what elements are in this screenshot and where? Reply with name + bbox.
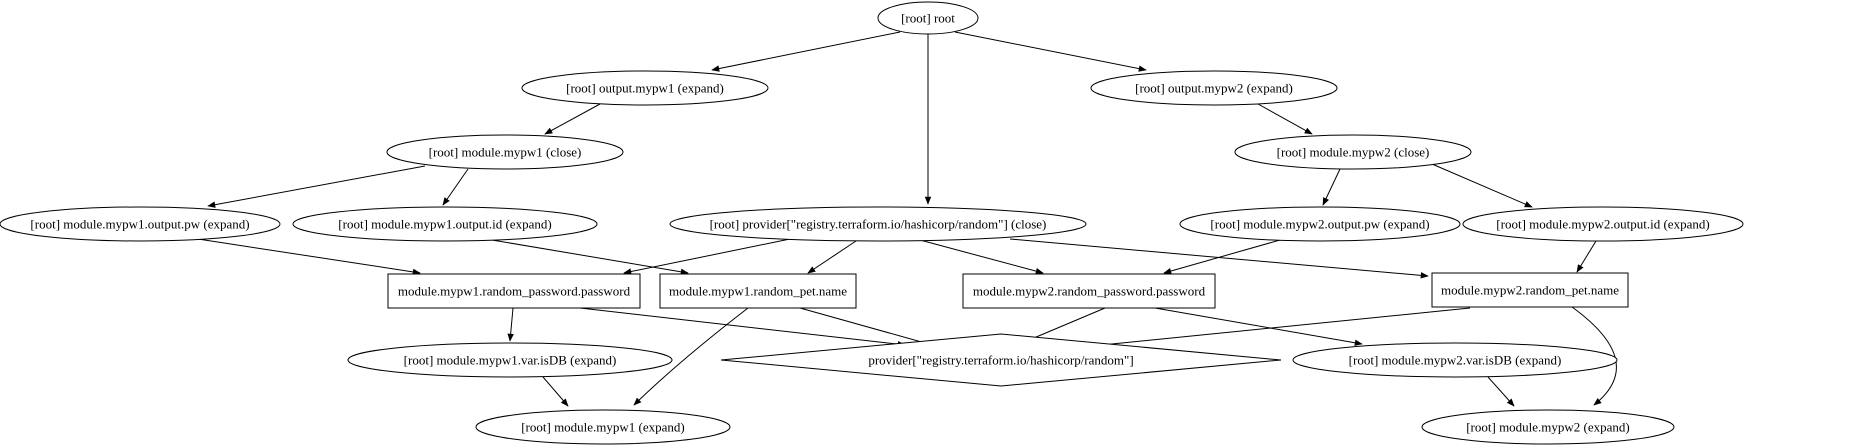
node-mypw2_expand: [root] module.mypw2 (expand) (1421, 409, 1675, 445)
node-label: [root] output.mypw2 (expand) (1135, 81, 1293, 96)
node-box_pw1_password: module.mypw1.random_password.password (387, 273, 641, 309)
node-label: [root] module.mypw1.var.isDB (expand) (404, 353, 617, 368)
node-box_pw2_password: module.mypw2.random_password.password (962, 273, 1216, 309)
edge-isdb1-to-mypw1_expand (542, 376, 569, 407)
edge-mypw2_out_pw-to-box_pw2_password (1163, 239, 1281, 275)
node-box_pw2_pet: module.mypw2.random_pet.name (1431, 272, 1629, 308)
node-shape-ellipse (1234, 134, 1472, 170)
edge-provider_close-to-box_pw2_password (919, 239, 1044, 275)
node-label: [root] module.mypw2.output.id (expand) (1496, 217, 1709, 232)
node-label: module.mypw2.random_pet.name (1441, 283, 1619, 298)
node-mypw1_out_id: [root] module.mypw1.output.id (expand) (292, 206, 598, 242)
node-shape-ellipse (1421, 409, 1675, 445)
edge-box_pw1_pet-to-mypw1_expand (633, 307, 749, 406)
edge-box_pw2_password-to-isdb2 (1154, 307, 1363, 346)
node-mypw2_out_id: [root] module.mypw2.output.id (expand) (1462, 206, 1744, 242)
node-label: module.mypw1.random_password.password (398, 284, 631, 299)
node-mypw1_out_pw: [root] module.mypw1.output.pw (expand) (0, 206, 281, 242)
edge-mypw1_close-to-mypw1_out_pw (207, 165, 426, 208)
node-label: [root] module.mypw1 (expand) (521, 420, 685, 435)
node-label: [root] provider["registry.terraform.io/h… (710, 217, 1047, 232)
node-box_pw1_pet: module.mypw1.random_pet.name (659, 273, 857, 309)
edge-mypw2_close-to-mypw2_out_id (1431, 163, 1533, 208)
node-label: [root] module.mypw1.output.id (expand) (338, 217, 551, 232)
node-shape-ellipse (521, 70, 769, 106)
node-label: [root] root (901, 11, 955, 26)
node-shape-ellipse (877, 1, 979, 35)
node-mypw2_close: [root] module.mypw2 (close) (1234, 134, 1472, 170)
node-shape-box (1431, 272, 1629, 308)
node-shape-ellipse (0, 206, 281, 242)
node-label: module.mypw1.random_pet.name (669, 284, 847, 299)
node-mypw1_close: [root] module.mypw1 (close) (386, 134, 624, 170)
node-shape-ellipse (1090, 70, 1338, 106)
node-shape-box (387, 273, 641, 309)
node-output_mypw1: [root] output.mypw1 (expand) (521, 70, 769, 106)
node-mypw2_out_pw: [root] module.mypw2.output.pw (expand) (1179, 206, 1461, 242)
edge-provider_close-to-box_pw1_pet (807, 240, 857, 274)
node-mypw1_expand: [root] module.mypw1 (expand) (475, 409, 731, 445)
node-label: [root] module.mypw2 (close) (1277, 145, 1430, 160)
node-shape-ellipse (1179, 206, 1461, 242)
node-shape-ellipse (386, 134, 624, 170)
node-shape-ellipse (475, 409, 731, 445)
node-shape-diamond (720, 333, 1282, 387)
node-label: provider["registry.terraform.io/hashicor… (868, 353, 1133, 368)
node-label: [root] module.mypw1.output.pw (expand) (30, 217, 249, 232)
node-label: [root] output.mypw1 (expand) (566, 81, 724, 96)
node-shape-box (962, 273, 1216, 309)
edge-mypw1_close-to-mypw1_out_id (442, 168, 469, 206)
edge-mypw2_out_id-to-box_pw2_pet (1576, 240, 1597, 273)
node-provider_diamond: provider["registry.terraform.io/hashicor… (720, 333, 1282, 387)
node-label: [root] module.mypw2.var.isDB (expand) (1349, 353, 1562, 368)
node-shape-ellipse (1462, 206, 1744, 242)
edge-box_pw1_password-to-isdb1 (507, 307, 514, 342)
edge-root-to-output_mypw2 (954, 31, 1147, 72)
node-shape-ellipse (1292, 342, 1618, 378)
node-output_mypw2: [root] output.mypw2 (expand) (1090, 70, 1338, 106)
edge-box_pw2_pet-to-provider_diamond (1081, 307, 1471, 350)
edge-isdb2-to-mypw2_expand (1487, 376, 1515, 407)
node-shape-box (659, 273, 857, 309)
node-label: [root] module.mypw2 (expand) (1466, 420, 1630, 435)
node-provider_close: [root] provider["registry.terraform.io/h… (669, 206, 1087, 242)
node-shape-ellipse (292, 206, 598, 242)
edge-output_mypw1-to-mypw1_close (544, 103, 601, 135)
node-root: [root] root (877, 1, 979, 35)
edge-provider_close-to-box_pw1_password (623, 238, 791, 275)
edge-box_pw1_password-to-provider_diamond (579, 307, 906, 348)
node-label: module.mypw2.random_password.password (973, 284, 1206, 299)
edge-root-to-output_mypw1 (711, 31, 901, 72)
node-label: [root] module.mypw2.output.pw (expand) (1210, 217, 1429, 232)
edge-output_mypw2-to-mypw2_close (1257, 103, 1313, 135)
edge-mypw1_out_pw-to-box_pw1_password (197, 238, 421, 276)
edge-mypw1_out_id-to-box_pw1_pet (491, 239, 689, 275)
node-shape-ellipse (347, 342, 673, 378)
node-isdb1: [root] module.mypw1.var.isDB (expand) (347, 342, 673, 378)
node-label: [root] module.mypw1 (close) (429, 145, 582, 160)
node-shape-ellipse (669, 206, 1087, 242)
edge-mypw2_close-to-mypw2_out_pw (1322, 168, 1341, 206)
node-isdb2: [root] module.mypw2.var.isDB (expand) (1292, 342, 1618, 378)
